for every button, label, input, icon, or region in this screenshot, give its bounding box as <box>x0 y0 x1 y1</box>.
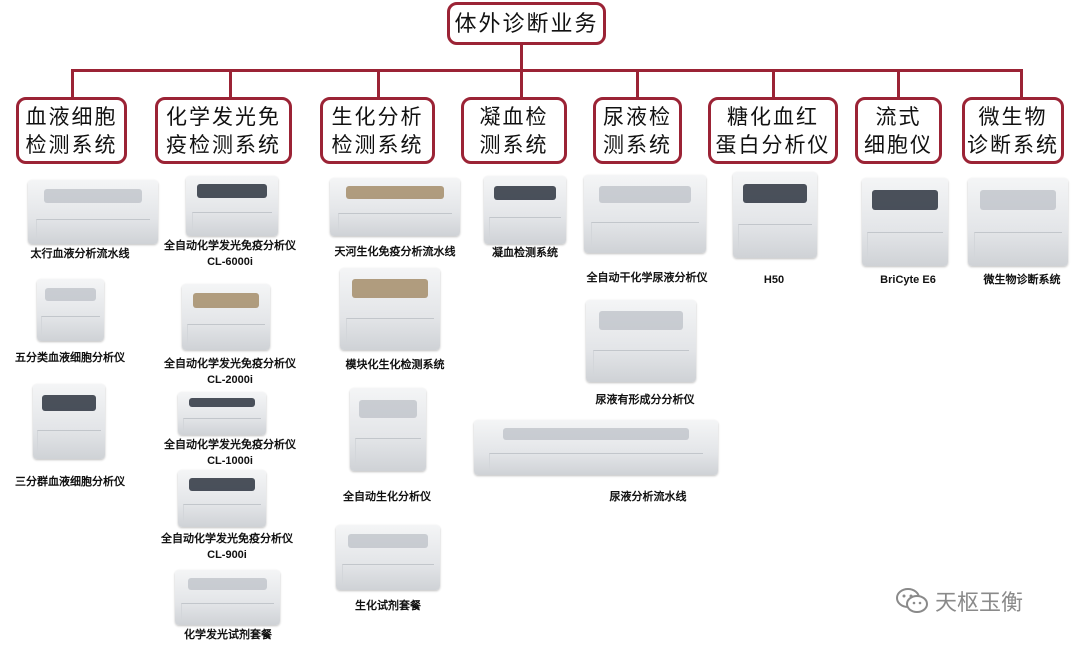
product-label: 化学发光试剂套餐 <box>184 629 272 641</box>
category-microbiology: 微生物 诊断系统 <box>962 97 1064 164</box>
product-image <box>330 178 460 236</box>
product-model: CL-2000i <box>207 374 253 386</box>
product-label: 凝血检测系统 <box>492 247 558 259</box>
product-image <box>968 178 1068 266</box>
product-image <box>484 176 566 244</box>
product-model: CL-900i <box>207 549 247 561</box>
product-name: 全自动化学发光免疫分析仪 <box>164 358 296 370</box>
product-image <box>584 175 706 253</box>
connector-2 <box>229 69 232 98</box>
connector-5 <box>636 69 639 98</box>
product-label: H50 <box>764 272 784 288</box>
product-image <box>336 525 440 590</box>
product-image <box>340 268 440 350</box>
connector-1 <box>71 69 74 98</box>
product-image <box>28 180 158 244</box>
connector-7 <box>897 69 900 98</box>
category-chemiluminescence: 化学发光免 疫检测系统 <box>155 97 292 164</box>
product-label: 太行血液分析流水线 <box>30 248 130 260</box>
category-coagulation: 凝血检 测系统 <box>461 97 567 164</box>
product-label: 全自动化学发光免疫分析仪 CL-900i <box>161 531 293 563</box>
product-label: 天河生化免疫分析流水线 <box>334 246 456 258</box>
wechat-icon <box>896 588 928 613</box>
product-name: 全自动化学发光免疫分析仪 <box>164 439 296 451</box>
product-image <box>182 284 270 350</box>
product-label: 尿液分析流水线 <box>609 491 687 503</box>
watermark: 天枢玉衡 <box>895 585 1023 617</box>
product-label: 尿液有形成分分析仪 <box>595 394 695 406</box>
category-hba1c: 糖化血红 蛋白分析仪 <box>708 97 838 164</box>
product-image <box>178 470 266 527</box>
connector-3 <box>377 69 380 98</box>
product-model: CL-6000i <box>207 256 253 268</box>
product-label: 全自动化学发光免疫分析仪 CL-1000i <box>164 437 296 469</box>
product-label: 全自动化学发光免疫分析仪 CL-2000i <box>164 356 296 388</box>
product-image <box>37 279 104 341</box>
product-label: 模块化生化检测系统 <box>345 359 445 371</box>
product-model: BriCyte E6 <box>880 274 936 286</box>
product-image <box>586 300 696 382</box>
product-label: 全自动化学发光免疫分析仪 CL-6000i <box>164 238 296 270</box>
watermark-text: 天枢玉衡 <box>935 590 1024 615</box>
connector-6 <box>772 69 775 98</box>
product-model: CL-1000i <box>207 455 253 467</box>
product-name: 全自动化学发光免疫分析仪 <box>161 533 293 545</box>
category-flow-cytometer: 流式 细胞仪 <box>855 97 942 164</box>
connector-8 <box>1020 69 1023 98</box>
product-image <box>862 178 948 266</box>
product-image <box>178 392 266 435</box>
product-model: H50 <box>763 274 785 286</box>
root-box: 体外诊断业务 <box>447 2 606 45</box>
product-image <box>175 570 280 625</box>
product-image <box>733 172 817 258</box>
category-urine: 尿液检 测系统 <box>593 97 682 164</box>
product-label: 微生物诊断系统 <box>983 274 1061 286</box>
product-label: 全自动干化学尿液分析仪 <box>586 272 708 284</box>
category-biochemistry: 生化分析 检测系统 <box>320 97 435 164</box>
product-label: 全自动生化分析仪 <box>343 491 431 503</box>
product-image <box>186 176 278 236</box>
product-image <box>350 388 426 471</box>
product-image <box>33 384 105 459</box>
connector-horizontal <box>71 69 1023 72</box>
product-label: 五分类血液细胞分析仪 <box>15 352 125 364</box>
product-label: BriCyte E6 <box>880 272 936 288</box>
product-label: 生化试剂套餐 <box>355 600 421 612</box>
product-image <box>474 420 718 475</box>
product-label: 三分群血液细胞分析仪 <box>15 476 125 488</box>
category-blood-cell: 血液细胞 检测系统 <box>16 97 127 164</box>
product-name: 全自动化学发光免疫分析仪 <box>164 240 296 252</box>
